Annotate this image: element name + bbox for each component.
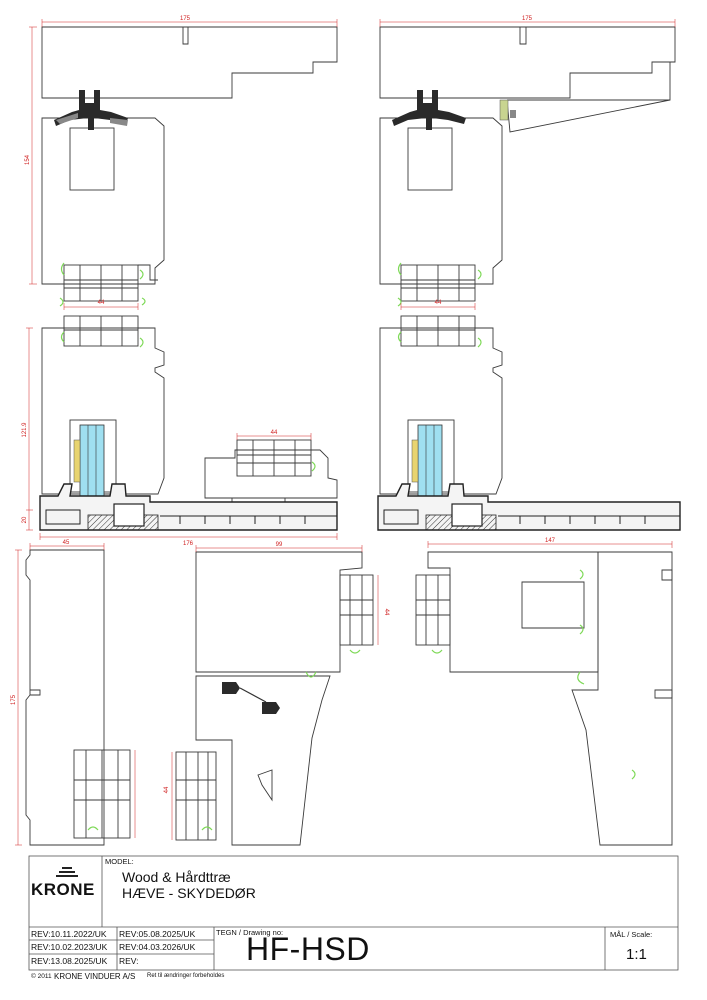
dim-bottom-right: [427, 541, 673, 548]
dim-bottom-left: [15, 543, 136, 846]
detail-bottom-right: [415, 551, 673, 846]
glass-unit-mid-right: [411, 424, 443, 498]
dim-label-mid-bottom: 20: [22, 516, 28, 523]
dim-top-left: [29, 19, 338, 310]
title-block-frame: [28, 855, 679, 971]
scale-value: 1:1: [626, 946, 647, 963]
drawing-no-label: TEGN / Drawing no:: [216, 928, 284, 937]
detail-top-right: [379, 26, 676, 302]
dim-label-bottom-mid-glass-lower: 44: [164, 786, 170, 793]
company-name: KRONE VINDUER A/S: [54, 972, 136, 981]
dim-label-mid-width: 176: [183, 541, 194, 547]
revision-2: REV:05.08.2025/UK: [119, 929, 196, 939]
sill-profile-mid-right: [377, 483, 681, 531]
dim-label-mid-height: 121.9: [22, 422, 28, 438]
gaskets-top-right: [397, 262, 482, 307]
dim-label-bottom-right-width: 147: [545, 538, 556, 544]
disclaimer-note: Ret til ændringer forbeholdes: [147, 973, 225, 979]
gaskets-bottom-middle: [201, 649, 361, 831]
hardware-top-left: [54, 90, 128, 130]
glass-unit-mid-left: [73, 424, 105, 498]
drawing-number: HF-HSD: [246, 931, 370, 967]
dim-label-bottom-left-width: 45: [63, 540, 70, 546]
dim-label-top-right-width: 175: [522, 16, 533, 22]
detail-bottom-middle: [175, 551, 374, 846]
dim-mid-left: [26, 327, 338, 540]
revision-3: REV:10.02.2023/UK: [31, 942, 108, 952]
revision-4: REV:04.03.2026/UK: [119, 942, 196, 952]
hardware-bottom-middle: [222, 682, 280, 714]
brand-logo: KRONE: [31, 880, 95, 899]
dim-label-top-left-height: 154: [25, 154, 31, 165]
revision-5: REV:13.08.2025/UK: [31, 956, 108, 966]
hardware-top-right: [392, 90, 516, 130]
scale-label: MÅL / Scale:: [610, 930, 653, 939]
detail-top-left: [41, 26, 338, 302]
krone-logo-crown-icon: [56, 867, 78, 877]
dim-bottom-middle: [171, 545, 379, 840]
gaskets-mid-left: [60, 331, 316, 472]
dim-label-bottom-mid-glass-upper: 44: [383, 609, 389, 616]
revision-6: REV:: [119, 956, 139, 966]
copyright: © 2011: [31, 973, 52, 980]
gaskets-mid-right: [397, 331, 482, 348]
gaskets-bottom-right: [431, 569, 636, 780]
gaskets-top-left: [59, 262, 146, 307]
dim-label-bottom-mid-width: 99: [276, 542, 283, 548]
dim-top-right: [379, 19, 676, 310]
revision-1: REV:10.11.2022/UK: [31, 929, 107, 939]
model-line-1: Wood & Hårdttræ: [122, 869, 231, 885]
dim-label-mid-raised-glass: 44: [271, 430, 278, 436]
dim-label-top-left-width: 175: [180, 16, 191, 22]
dim-label-bottom-left-height: 175: [11, 694, 17, 705]
dim-label-top-left-glass: 44: [98, 300, 105, 306]
model-label: MODEL:: [105, 857, 134, 866]
detail-bottom-left: [25, 549, 131, 846]
model-line-2: HÆVE - SKYDEDØR: [122, 885, 256, 901]
gaskets-bottom-left: [87, 826, 99, 831]
sill-profile-mid-left: [39, 483, 338, 531]
detail-mid-right: [379, 315, 503, 495]
dim-label-top-right-glass: 44: [435, 300, 442, 306]
